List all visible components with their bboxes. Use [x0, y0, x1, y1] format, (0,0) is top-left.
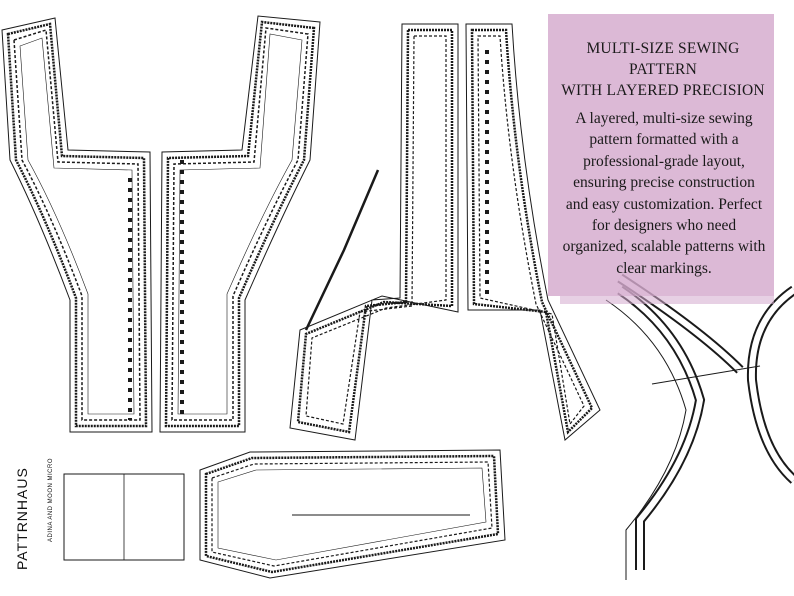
pattern-piece-front-right [465, 23, 601, 441]
info-card-shadow [560, 296, 774, 304]
pattern-piece-front-left [289, 23, 459, 441]
card-title: MULTI-SIZE SEWING PATTERN WITH LAYERED P… [552, 38, 774, 101]
card-description: A layered, multi-size sewing pattern for… [554, 108, 774, 279]
pattern-piece-front-side [199, 449, 506, 579]
brand-logo: PATTRNHAUS [14, 467, 30, 570]
pattern-title: ADINA AND MOON MICRO [48, 457, 54, 542]
card-title-line: WITH LAYERED PRECISION [561, 82, 765, 99]
card-body-line: ensuring precise construction [573, 174, 755, 192]
pattern-piece-back-left [1, 17, 153, 433]
card-body-line: A layered, multi-size sewing [575, 110, 753, 127]
info-card [548, 14, 774, 296]
pattern-piece-strap [605, 273, 794, 580]
card-body-line: professional-grade layout, [583, 152, 745, 170]
card-body-line: and easy customization. Perfect [565, 195, 763, 213]
pattern-piece-back-right [159, 15, 321, 433]
card-body-line: pattern formatted with a [589, 131, 739, 149]
card-body-line: for designers who need [591, 217, 737, 235]
card-title-line: MULTI-SIZE SEWING PATTERN [586, 40, 740, 78]
pattern-info-box [63, 473, 185, 561]
card-body-line: clear markings. [616, 259, 712, 277]
card-body-line: organized, scalable patterns with [562, 238, 766, 256]
